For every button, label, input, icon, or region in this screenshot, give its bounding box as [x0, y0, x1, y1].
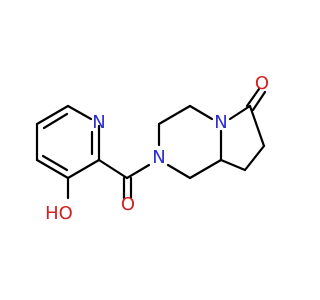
bond-pyridine-c6-n [66, 104, 93, 121]
bond-right-n-lactam-c [228, 104, 252, 121]
bond-pyridine-c3-c4 [35, 158, 70, 180]
hydroxyl-label: HO [45, 203, 73, 224]
molecule-structure: N N N O O HO [35, 73, 269, 224]
bond-pyridine-double-2 [41, 154, 69, 172]
lactam-oxygen-label: O [255, 73, 269, 94]
amide-nitrogen-label: N [152, 147, 165, 168]
bond-top-ch2-bridge [157, 104, 192, 126]
bond-pyridine-c2-c3 [66, 158, 101, 180]
bond-lactam-o-1 [245, 87, 261, 108]
bond-pyridine-carbonyl [97, 158, 129, 180]
bond-lower-ch2-amide-n [166, 163, 192, 180]
bond-carbonyl-amide-n [125, 163, 151, 180]
bond-bridge-right-n [188, 104, 214, 121]
bond-lower-c-bridge-c [243, 144, 266, 172]
bridge-nitrogen-label: N [214, 112, 227, 133]
bond-lactam-c-lower-c [248, 104, 266, 148]
carbonyl-oxygen-label: O [121, 194, 135, 215]
bond-lactam-o-2 [251, 90, 267, 112]
bond-pyridine-c5-c6 [35, 104, 70, 126]
molecule-canvas: N N N O O HO [35, 73, 270, 224]
bond-bottom-c-lower-ch2 [188, 158, 223, 180]
bond-pyridine-double-3 [42, 112, 69, 130]
pyridine-nitrogen-label: N [92, 112, 105, 133]
bond-bridge-c-bottom-c [219, 158, 247, 172]
